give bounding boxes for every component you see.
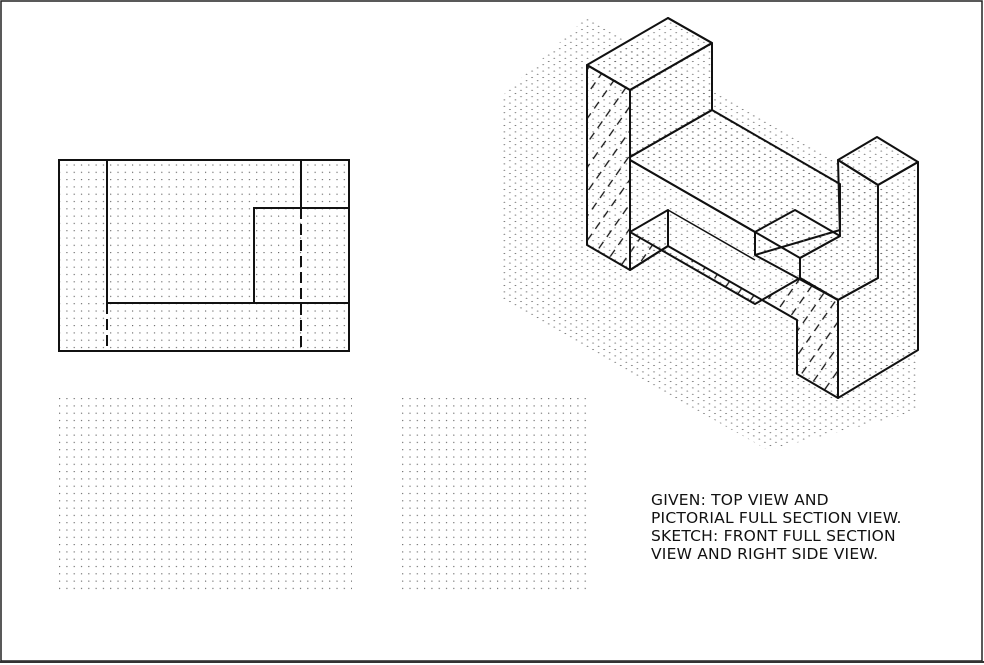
- pictorial-section-drawing: [500, 17, 919, 450]
- top-view-drawing: [58, 159, 350, 352]
- instructions-line-2: PICTORIAL FULL SECTION VIEW.: [651, 509, 902, 527]
- instructions-line-3: SKETCH: FRONT FULL SECTION: [651, 527, 896, 545]
- instructions-line-4: VIEW AND RIGHT SIDE VIEW.: [651, 545, 879, 563]
- instructions-line-1: GIVEN: TOP VIEW AND: [651, 491, 829, 509]
- front-view-sketch-grid: [59, 398, 352, 591]
- instructions-text: GIVEN: TOP VIEW AND PICTORIAL FULL SECTI…: [651, 491, 951, 563]
- right-side-view-sketch-grid: [397, 398, 590, 591]
